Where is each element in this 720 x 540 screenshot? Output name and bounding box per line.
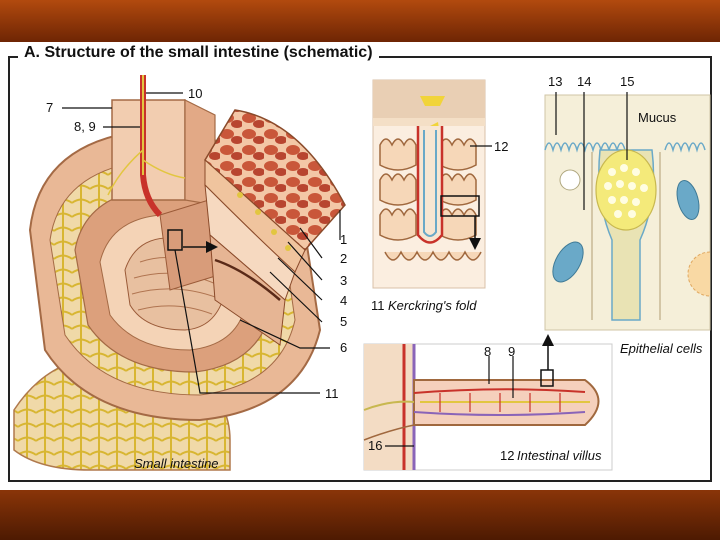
label-1: 1 [340, 232, 347, 247]
label-8-9: 8, 9 [74, 119, 96, 134]
label-3: 3 [340, 273, 347, 288]
caption-kerckring: Kerckring's fold [388, 298, 477, 313]
label-6: 6 [340, 340, 347, 355]
label-10: 10 [188, 86, 202, 101]
label-16: 16 [368, 438, 382, 453]
label-mucus: Mucus [638, 110, 677, 125]
label-7: 7 [46, 100, 53, 115]
label-9: 9 [508, 344, 515, 359]
label-12-top: 12 [494, 139, 508, 154]
label-13: 13 [548, 74, 562, 89]
caption-epithelial-cells: Epithelial cells [620, 341, 703, 356]
epithelial-cells-illustration [545, 92, 710, 330]
label-14: 14 [577, 74, 591, 89]
caption-villus-number: 12 [500, 448, 514, 463]
label-11: 11 [325, 386, 339, 401]
caption-small-intestine: Small intestine [134, 456, 219, 471]
kerckring-fold-illustration [373, 80, 492, 288]
label-8: 8 [484, 344, 491, 359]
label-4: 4 [340, 293, 347, 308]
label-2: 2 [340, 251, 347, 266]
caption-kerckring-number: 11 [371, 298, 385, 313]
label-15: 15 [620, 74, 634, 89]
label-5: 5 [340, 314, 347, 329]
caption-intestinal-villus: Intestinal villus [517, 448, 602, 463]
